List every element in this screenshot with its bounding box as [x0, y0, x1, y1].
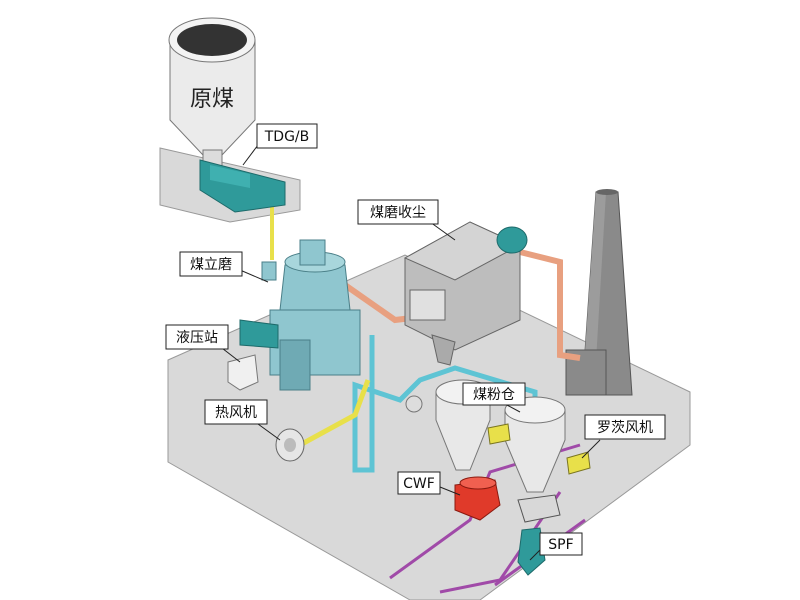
spf-unit: [517, 494, 561, 576]
callout-cwf: [397, 471, 441, 495]
label-tdgb: TDG/B: [264, 129, 310, 145]
label-mill-dust: 煤磨收尘: [370, 205, 426, 221]
label-coal-bin: 煤粉仓: [473, 387, 515, 403]
label-cwf: CWF: [403, 476, 435, 492]
callout-hydraulic: [165, 324, 229, 350]
yellow-duct-hot-fan: [298, 379, 371, 448]
callout-hot-fan: [204, 399, 268, 425]
label-raw-coal: 原煤: [190, 87, 234, 112]
chimney: [565, 189, 633, 396]
coal-vertical-mill: [261, 239, 361, 391]
roots-blowers: [487, 423, 591, 475]
orange-duct-to-chimney: [519, 249, 581, 361]
callout-roots-fan: [584, 414, 666, 440]
tdgb-feeder: [199, 159, 286, 213]
hot-air-fan: [275, 428, 305, 462]
callout-tdgb: [256, 123, 318, 149]
hydraulic-station: [227, 319, 279, 391]
callout-mill-dust: [357, 199, 439, 225]
callout-vertical-mill: [179, 251, 243, 277]
label-hot-fan: 热风机: [215, 405, 257, 421]
label-vertical-mill: 煤立磨: [190, 257, 232, 273]
cwf-unit: [454, 476, 501, 521]
label-spf: SPF: [548, 537, 573, 553]
raw-coal-silo: [168, 17, 256, 169]
callout-spf: [539, 532, 583, 556]
label-roots-fan: 罗茨风机: [597, 420, 653, 436]
mill-dust-collector: [403, 221, 528, 366]
callout-coal-bin: [462, 382, 526, 406]
label-hydraulic: 液压站: [176, 330, 218, 346]
